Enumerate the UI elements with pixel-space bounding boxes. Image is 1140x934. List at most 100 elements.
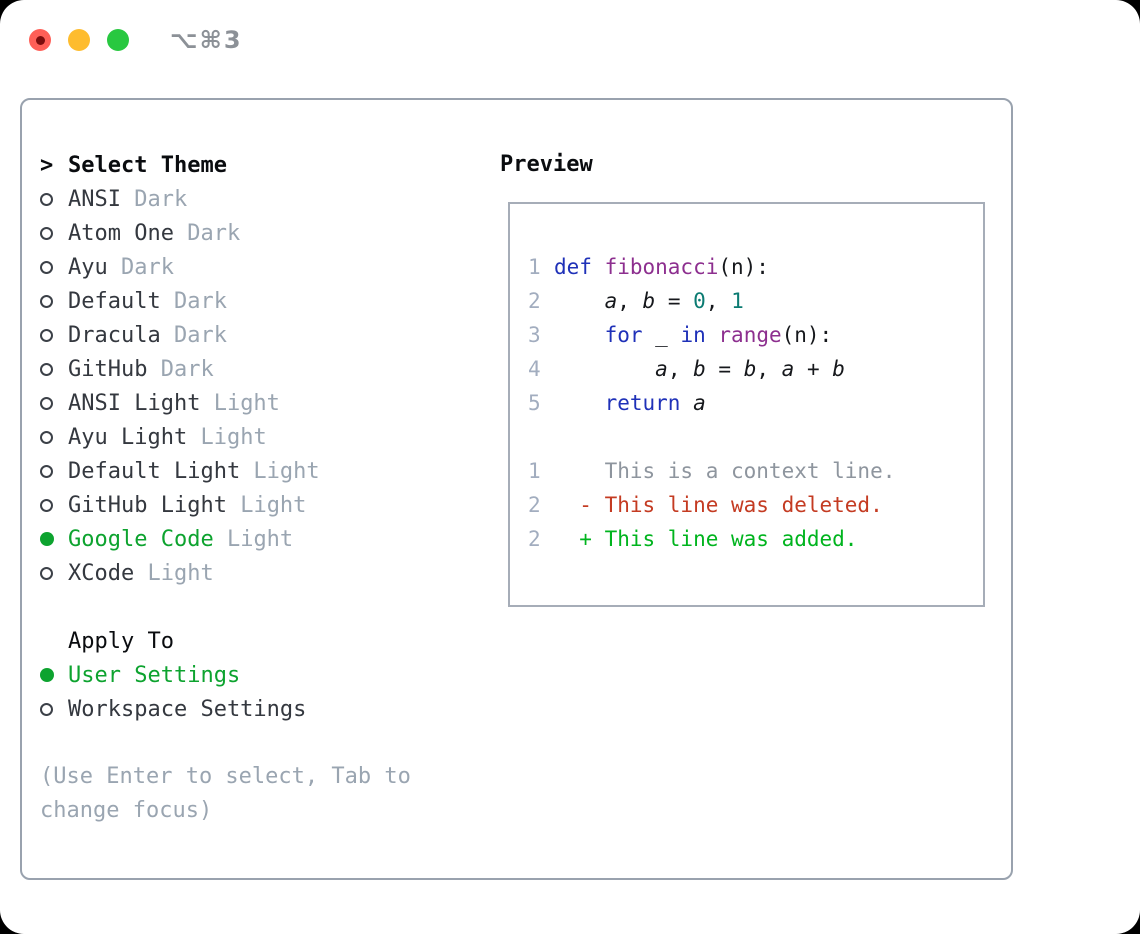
code-token-ctx: This is a context line.: [554, 459, 896, 483]
code-token-kw: return: [604, 391, 681, 415]
spacer: [40, 726, 500, 760]
code-token-var: b: [642, 289, 656, 313]
line-number: 5: [528, 391, 541, 415]
code-line: 2 - This line was deleted.: [528, 488, 965, 522]
code-token-fn: fibonacci: [604, 255, 719, 279]
code-token-plain: [554, 391, 605, 415]
theme-item-google-code[interactable]: Google Code Light: [40, 522, 500, 556]
line-number: 2: [528, 289, 541, 313]
code-token-plain: [554, 289, 605, 313]
theme-variant: Dark: [147, 356, 214, 382]
code-token-var: a: [604, 289, 618, 313]
radio-unselected-icon: [40, 362, 68, 376]
theme-name: Ayu Light: [68, 424, 188, 450]
apply-to-header-row: Apply To: [40, 624, 500, 658]
window-title: ⌥⌘3: [170, 26, 243, 54]
apply-option-user-settings[interactable]: User Settings: [40, 658, 500, 692]
radio-unselected-icon: [40, 226, 68, 240]
theme-name: ANSI Light: [68, 390, 201, 416]
theme-name: GitHub: [68, 356, 148, 382]
radio-unselected-icon: [40, 328, 68, 342]
radio-unselected-icon: [40, 396, 68, 410]
code-token-plain: (n):: [718, 255, 769, 279]
theme-item-ansi-light[interactable]: ANSI Light Light: [40, 386, 500, 420]
theme-variant: Dark: [160, 322, 227, 348]
line-number: 3: [528, 323, 541, 347]
theme-variant: Dark: [107, 254, 174, 280]
minimize-button-icon[interactable]: [68, 29, 90, 51]
hint-line-2: change focus): [40, 798, 213, 823]
theme-item-ayu-light[interactable]: Ayu Light Light: [40, 420, 500, 454]
theme-item-github[interactable]: GitHub Dark: [40, 352, 500, 386]
line-number: 2: [528, 493, 541, 517]
code-token-var: b: [832, 357, 845, 381]
code-token-plain: =: [655, 289, 694, 313]
theme-variant: Dark: [160, 288, 227, 314]
spacer: [40, 590, 500, 624]
code-token-add: + This line was added.: [554, 527, 858, 551]
radio-unselected-icon: [40, 192, 68, 206]
theme-item-default[interactable]: Default Dark: [40, 284, 500, 318]
theme-variant: Light: [240, 458, 320, 484]
hint-line-1: (Use Enter to select, Tab to: [40, 764, 411, 789]
theme-item-atom-one[interactable]: Atom One Dark: [40, 216, 500, 250]
close-button-icon[interactable]: [29, 29, 51, 51]
theme-list-title: Select Theme: [68, 152, 227, 178]
theme-item-ayu[interactable]: Ayu Dark: [40, 250, 500, 284]
code-token-plain: +: [794, 357, 833, 381]
theme-name: XCode: [68, 560, 135, 586]
code-token-plain: ,: [667, 357, 694, 381]
radio-unselected-icon: [40, 464, 68, 478]
line-number: 2: [528, 527, 541, 551]
theme-name: Ayu: [68, 254, 108, 280]
code-token-var: b: [743, 357, 757, 381]
theme-list-header: > Select Theme: [40, 148, 500, 182]
theme-variant: Light: [187, 424, 267, 450]
code-token-plain: ,: [756, 357, 782, 381]
code-line: [528, 420, 965, 454]
line-number: 4: [528, 357, 541, 381]
radio-selected-icon: [40, 532, 68, 546]
theme-item-xcode[interactable]: XCode Light: [40, 556, 500, 590]
theme-variant: Light: [226, 492, 307, 518]
theme-name: GitHub Light: [68, 492, 227, 518]
code-line: 5 return a: [528, 386, 965, 420]
theme-variant: Light: [200, 390, 280, 416]
code-line: 3 for _ in range(n):: [528, 318, 965, 352]
theme-item-dracula[interactable]: Dracula Dark: [40, 318, 500, 352]
theme-item-ansi[interactable]: ANSI Dark: [40, 182, 500, 216]
theme-name: Default Light: [68, 458, 241, 484]
code-token-var: a: [781, 357, 795, 381]
line-number: 1: [528, 459, 541, 483]
apply-option-workspace-settings[interactable]: Workspace Settings: [40, 692, 500, 726]
code-token-plain: ,: [617, 289, 643, 313]
theme-name: Google Code: [68, 526, 214, 552]
code-token-plain: [554, 357, 655, 381]
theme-item-github-light[interactable]: GitHub Light Light: [40, 488, 500, 522]
code-token-num: 1: [731, 289, 744, 313]
radio-unselected-icon: [40, 566, 68, 580]
code-token-del: - This line was deleted.: [554, 493, 883, 517]
theme-variant: Dark: [173, 220, 241, 246]
code-token-kw: def: [554, 255, 605, 279]
radio-unselected-icon: [40, 702, 68, 716]
code-line: 4 a, b = b, a + b: [528, 352, 965, 386]
zoom-button-icon[interactable]: [107, 29, 129, 51]
code-line: 2 + This line was added.: [528, 522, 965, 556]
radio-selected-icon: [40, 668, 68, 682]
theme-item-default-light[interactable]: Default Light Light: [40, 454, 500, 488]
preview-title: Preview: [500, 152, 593, 177]
code-line: 1 This is a context line.: [528, 454, 965, 488]
code-token-kw: for: [604, 323, 643, 347]
radio-unselected-icon: [40, 260, 68, 274]
code-token-plain: =: [705, 357, 744, 381]
code-token-var: a: [693, 391, 706, 415]
titlebar: ⌥⌘3: [29, 26, 243, 54]
radio-unselected-icon: [40, 294, 68, 308]
